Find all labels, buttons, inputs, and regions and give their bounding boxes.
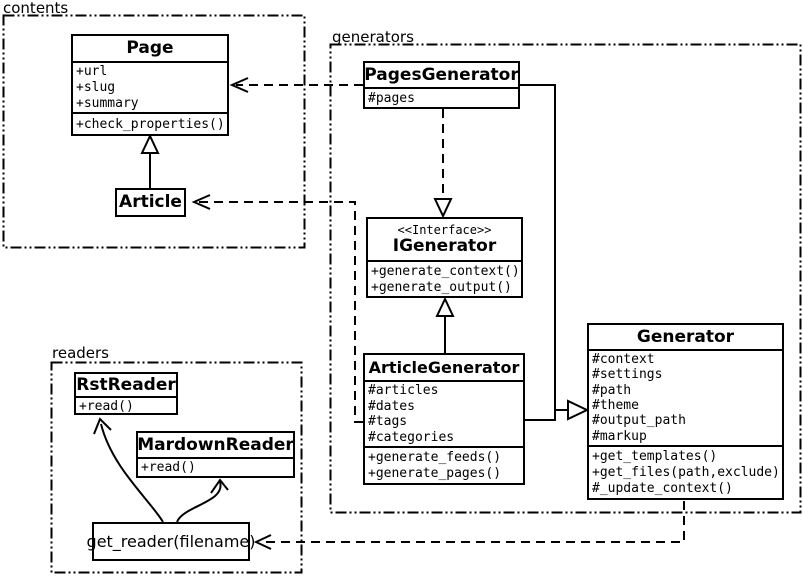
attribute: #pages xyxy=(368,90,415,106)
inheritance-line-articlegenerator-to-generator xyxy=(525,410,556,421)
inheritance-line-pagesgenerator-to-generator xyxy=(520,84,568,411)
package-label-readers: readers xyxy=(52,344,109,362)
attribute: #markup xyxy=(592,428,647,444)
class-mardownreader: MardownReader +read() xyxy=(136,431,295,478)
method: +generate_output() xyxy=(371,279,512,295)
dependency-line-articlegenerator-to-article xyxy=(195,201,363,423)
class-methods-articlegenerator: +generate_feeds() +generate_pages() xyxy=(365,446,523,483)
class-title-articlegenerator: ArticleGenerator xyxy=(368,358,520,377)
class-name-igenerator: IGenerator xyxy=(392,236,497,256)
attribute: #categories xyxy=(368,429,455,445)
class-title-mardownreader: MardownReader xyxy=(137,434,294,455)
class-title-page: Page xyxy=(126,38,174,58)
method: #_update_context() xyxy=(592,481,733,497)
dependency-line-generator-to-getreader xyxy=(262,501,685,543)
class-methods-mardownreader: +read() xyxy=(138,457,293,476)
attribute: #settings xyxy=(592,367,663,383)
class-igenerator: <<Interface>> IGenerator +generate_conte… xyxy=(366,217,523,298)
arrow-curve-getreader-to-mardownreader xyxy=(176,481,222,523)
class-title-article: Article xyxy=(119,192,182,212)
inheritance-triangle-article-to-page xyxy=(140,133,160,154)
method: +read() xyxy=(79,399,134,414)
class-pagesgenerator: PagesGenerator #pages xyxy=(363,61,520,109)
arrowhead-rstreader xyxy=(93,417,112,435)
class-attributes-page: +url +slug +summary xyxy=(73,61,227,112)
class-methods-igenerator: +generate_context() +generate_output() xyxy=(368,260,521,296)
class-attributes-pagesgenerator: #pages xyxy=(365,87,518,107)
attribute: #tags xyxy=(368,414,408,430)
package-frame-contents xyxy=(2,14,306,249)
method: +generate_feeds() xyxy=(368,449,502,465)
inheritance-triangle-generator xyxy=(567,399,590,421)
package-frame-readers xyxy=(50,361,303,574)
attribute: #context xyxy=(592,352,655,368)
dependency-arrowhead-getreader xyxy=(253,534,272,550)
inheritance-triangle-igenerator xyxy=(435,296,455,317)
class-title-igenerator: <<Interface>> IGenerator xyxy=(368,219,521,260)
class-methods-page: +check_properties() xyxy=(73,112,227,134)
class-article: Article xyxy=(115,188,186,217)
class-methods-rstreader: +read() xyxy=(76,396,176,414)
class-attributes-articlegenerator: #articles #dates #tags #categories xyxy=(365,380,523,446)
dependency-arrowhead-article xyxy=(191,194,211,210)
class-title-rstreader: RstReader xyxy=(76,374,176,395)
package-frame-generators xyxy=(329,43,802,514)
method: +read() xyxy=(141,460,196,475)
method: +get_templates() xyxy=(592,448,718,464)
class-page: Page +url +slug +summary +check_properti… xyxy=(71,34,229,136)
method: +generate_context() xyxy=(371,263,520,279)
arrow-curve-getreader-to-rstreader xyxy=(100,423,164,523)
class-generator: Generator #context #settings #path #them… xyxy=(587,323,784,500)
arrowhead-mardownreader xyxy=(210,478,229,494)
attribute: #dates xyxy=(368,398,415,414)
class-title-generator: Generator xyxy=(636,326,735,347)
package-label-contents: contents xyxy=(3,0,69,17)
attribute: +url xyxy=(76,64,108,80)
attribute: #theme xyxy=(592,398,639,414)
class-methods-generator: +get_templates() +get_files(path,exclude… xyxy=(589,445,782,498)
dependency-arrowhead-page xyxy=(229,77,249,93)
realization-triangle-igenerator xyxy=(433,198,453,219)
attribute: #articles xyxy=(368,383,439,399)
attribute: #output_path xyxy=(592,413,686,429)
method: +generate_pages() xyxy=(368,466,502,482)
function-label-get-reader: get_reader(filename) xyxy=(86,532,256,551)
method: +check_properties() xyxy=(76,116,225,132)
class-title-pagesgenerator: PagesGenerator xyxy=(364,64,519,85)
attribute: +slug xyxy=(76,79,116,95)
class-rstreader: RstReader +read() xyxy=(74,372,178,415)
method: +get_files(path,exclude) xyxy=(592,464,780,480)
function-get-reader: get_reader(filename) xyxy=(86,522,256,561)
class-articlegenerator: ArticleGenerator #articles #dates #tags … xyxy=(363,353,525,485)
attribute: #path xyxy=(592,382,632,398)
class-stereotype-igenerator: <<Interface>> xyxy=(397,223,492,237)
class-attributes-generator: #context #settings #path #theme #output_… xyxy=(589,349,782,445)
attribute: +summary xyxy=(76,95,139,111)
package-label-generators: generators xyxy=(332,28,414,46)
